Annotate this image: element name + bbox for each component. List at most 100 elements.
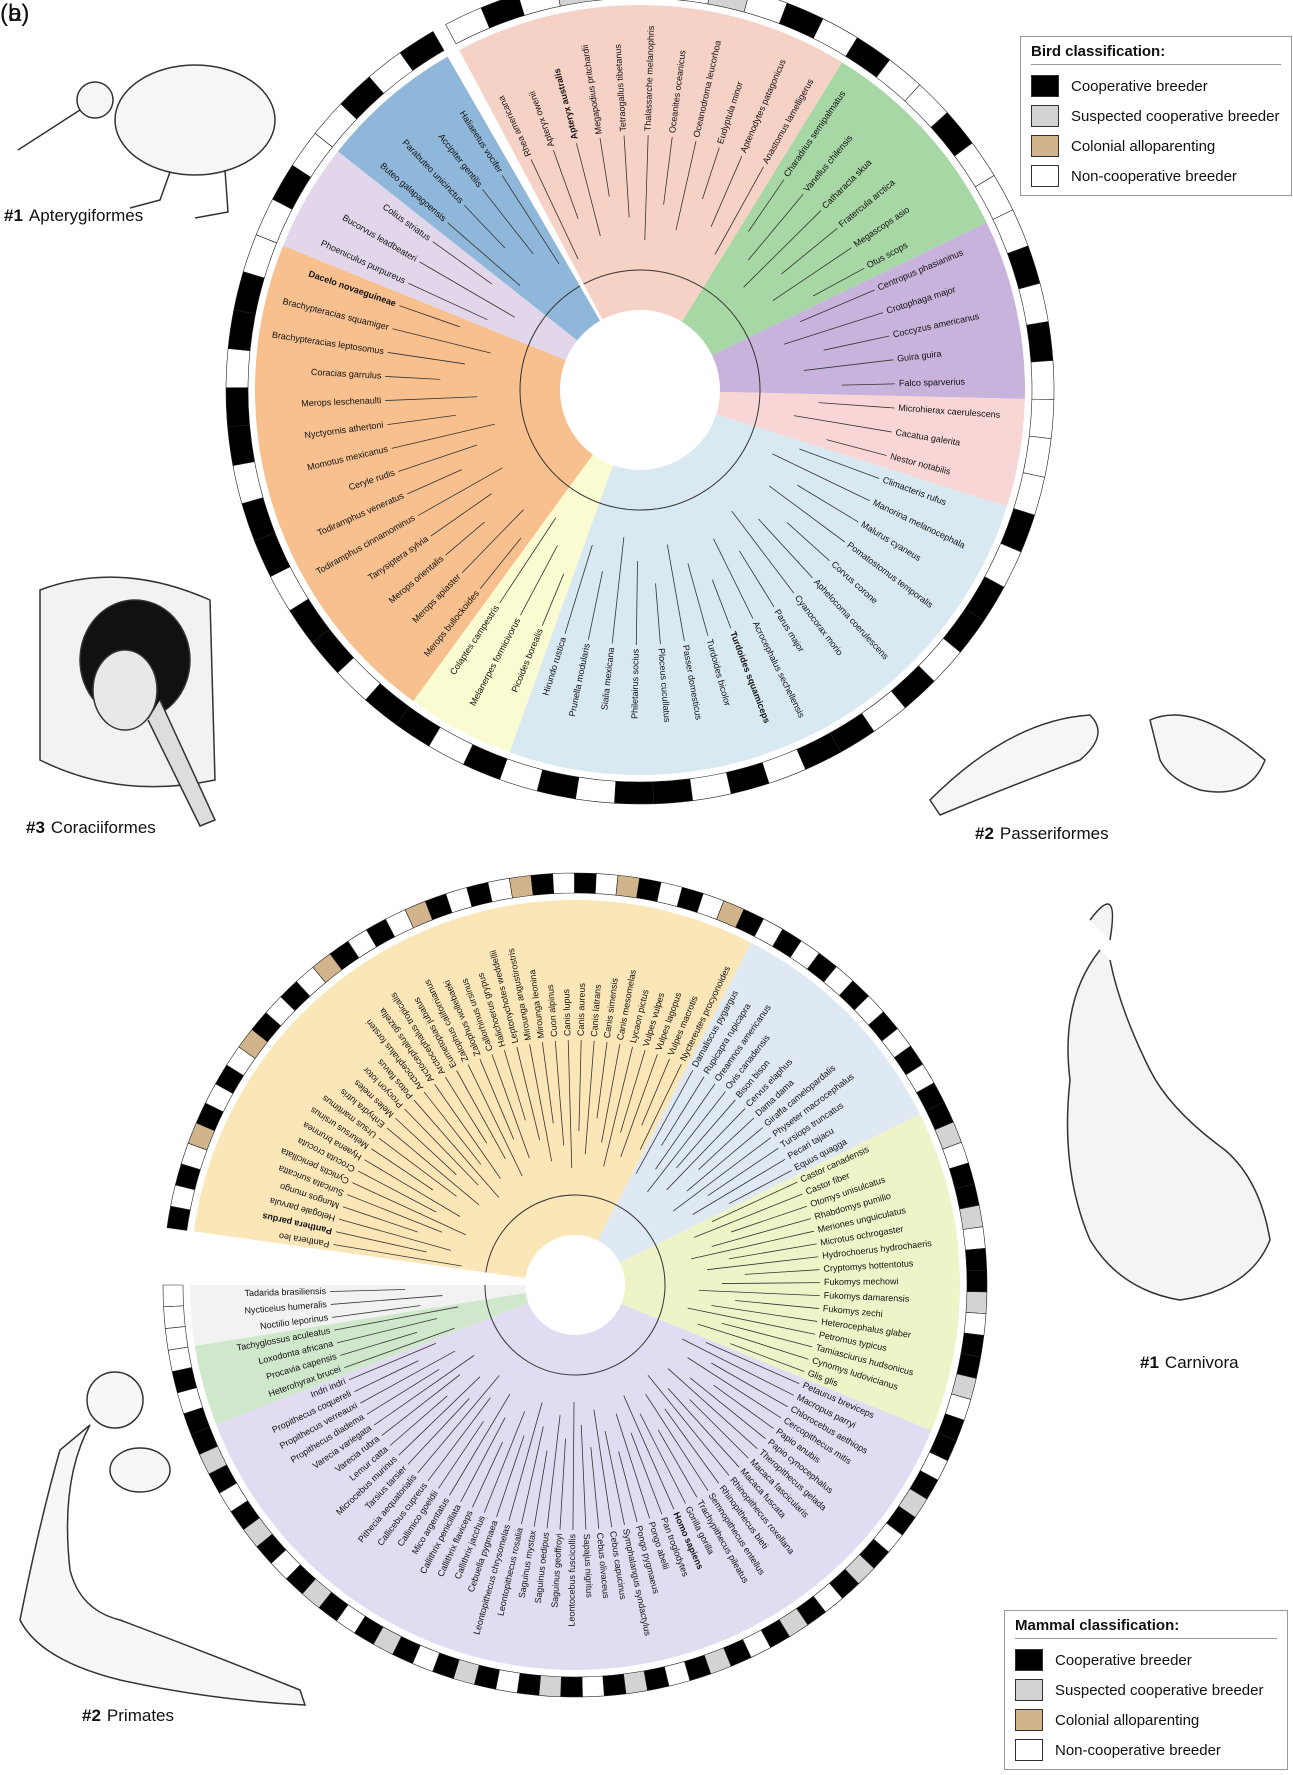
caption-passeriformes: #2 Passeriformes <box>975 824 1109 844</box>
legend-swatch <box>1031 165 1059 187</box>
breeding-status-cell <box>226 388 250 427</box>
legend-label: Colonial alloparenting <box>1055 1712 1199 1729</box>
breeding-status-cell <box>1019 283 1049 325</box>
legend-item: Suspected cooperative breeder <box>1015 1675 1277 1705</box>
taxon-label: Philetairus socius <box>630 648 641 719</box>
bird-phylogeny: Rhea americanaApteryx oweniiApteryx aust… <box>226 0 1054 804</box>
breeding-status-cell <box>531 874 554 896</box>
legend-swatch <box>1031 135 1059 157</box>
breeding-status-cell <box>671 0 712 4</box>
caption-coraciiformes: #3 Coraciiformes <box>26 818 156 838</box>
legend-swatch <box>1031 105 1059 127</box>
leopard-illustration <box>1068 904 1271 1300</box>
legend-item: Cooperative breeder <box>1031 71 1281 101</box>
breeding-status-cell <box>965 1248 986 1270</box>
breeding-status-cell <box>163 1285 184 1307</box>
breeding-status-cell <box>966 1292 987 1314</box>
legend-title: Bird classification: <box>1031 43 1281 65</box>
legend-label: Colonial alloparenting <box>1071 138 1215 155</box>
babbler-illustration <box>930 715 1265 815</box>
caption-number: #1 <box>4 206 23 225</box>
breeding-status-cell <box>228 310 255 351</box>
breeding-status-cell <box>595 874 618 896</box>
breeding-status-cell <box>1014 473 1045 516</box>
breeding-status-cell <box>653 779 693 804</box>
caption-number: #1 <box>1140 1353 1159 1372</box>
breeding-status-cell <box>614 781 653 804</box>
caption-number: #2 <box>82 1706 101 1725</box>
breeding-status-cell <box>762 749 805 783</box>
caption-text: Carnivora <box>1165 1353 1239 1372</box>
breeding-status-cell <box>561 1677 583 1697</box>
breeding-status-cell <box>496 1670 520 1693</box>
breeding-status-cell <box>500 759 543 791</box>
breeding-status-cell <box>446 8 490 44</box>
breeding-status-cell <box>960 1205 983 1229</box>
breeding-status-cell <box>644 1667 669 1691</box>
legend-item: Non-cooperative breeder <box>1015 1735 1277 1765</box>
legend-item: Non-cooperative breeder <box>1031 161 1281 191</box>
breeding-status-cell <box>233 462 263 504</box>
breeding-status-cell <box>167 1206 190 1230</box>
breeding-status-cell <box>164 1306 186 1329</box>
caption-number: #3 <box>26 818 45 837</box>
breeding-status-cell <box>242 498 275 541</box>
breeding-status-cell <box>616 875 640 898</box>
legend-label: Non-cooperative breeder <box>1071 168 1237 185</box>
legend-label: Non-cooperative breeder <box>1055 1742 1221 1759</box>
breeding-status-cell <box>553 873 575 894</box>
caption-apterygiformes: #1 Apterygiformes <box>4 206 143 226</box>
taxon-label: Canis lupus <box>561 988 572 1036</box>
breeding-status-cell <box>556 0 597 6</box>
legend-item: Colonial alloparenting <box>1031 131 1281 161</box>
breeding-status-cell <box>518 0 560 15</box>
caption-primates: #2 Primates <box>82 1706 174 1726</box>
breeding-status-cell <box>575 873 597 894</box>
breeding-status-cell <box>168 1347 192 1372</box>
breeding-status-cell <box>481 0 524 28</box>
caption-text: Passeriformes <box>1000 824 1109 843</box>
caption-text: Primates <box>107 1706 174 1725</box>
breeding-status-cell <box>690 772 731 800</box>
breeding-status-cell <box>1008 246 1041 289</box>
breeding-status-cell <box>1031 360 1054 399</box>
kiwi-illustration <box>18 65 275 218</box>
legend-item: Colonial alloparenting <box>1015 1705 1277 1735</box>
legend-label: Suspected cooperative breeder <box>1055 1682 1263 1699</box>
legend-label: Cooperative breeder <box>1071 78 1208 95</box>
breeding-status-cell <box>234 272 264 314</box>
breeding-status-cell <box>488 878 513 902</box>
breeding-status-cell <box>1023 436 1051 477</box>
breeding-status-cell <box>226 348 250 387</box>
breeding-status-cell <box>228 425 255 466</box>
breeding-status-cell <box>509 875 533 898</box>
taxon-label: Fukomys mechowi <box>824 1276 899 1287</box>
caption-carnivora: #1 Carnivora <box>1140 1353 1239 1373</box>
breeding-status-cell <box>964 1312 986 1335</box>
legend-label: Cooperative breeder <box>1055 1652 1192 1669</box>
breeding-status-cell <box>517 1673 540 1695</box>
breeding-status-cell <box>967 1270 987 1292</box>
breeding-status-cell <box>955 1184 979 1209</box>
breeding-status-cell <box>623 1671 647 1694</box>
kookaburra-illustration <box>40 577 215 826</box>
legend-label: Suspected cooperative breeder <box>1071 108 1279 125</box>
breeding-status-cell <box>1029 399 1054 439</box>
caption-text: Apterygiformes <box>29 206 143 225</box>
legend-swatch <box>1031 75 1059 97</box>
caption-number: #2 <box>975 824 994 843</box>
legend-swatch <box>1015 1709 1043 1731</box>
breeding-status-cell <box>575 777 615 803</box>
taxon-label: Falco sparverius <box>899 377 966 389</box>
breeding-status-cell <box>537 770 579 799</box>
breeding-status-cell <box>539 1675 561 1696</box>
legend-swatch <box>1015 1679 1043 1701</box>
breeding-status-cell <box>165 1326 188 1350</box>
breeding-status-cell <box>603 1674 626 1696</box>
breeding-status-cell <box>708 0 750 12</box>
taxon-label: Leontocebus fuscicollis <box>566 1533 577 1626</box>
caption-text: Coraciiformes <box>51 818 156 837</box>
breeding-status-cell <box>726 762 769 793</box>
legend-item: Cooperative breeder <box>1015 1645 1277 1675</box>
